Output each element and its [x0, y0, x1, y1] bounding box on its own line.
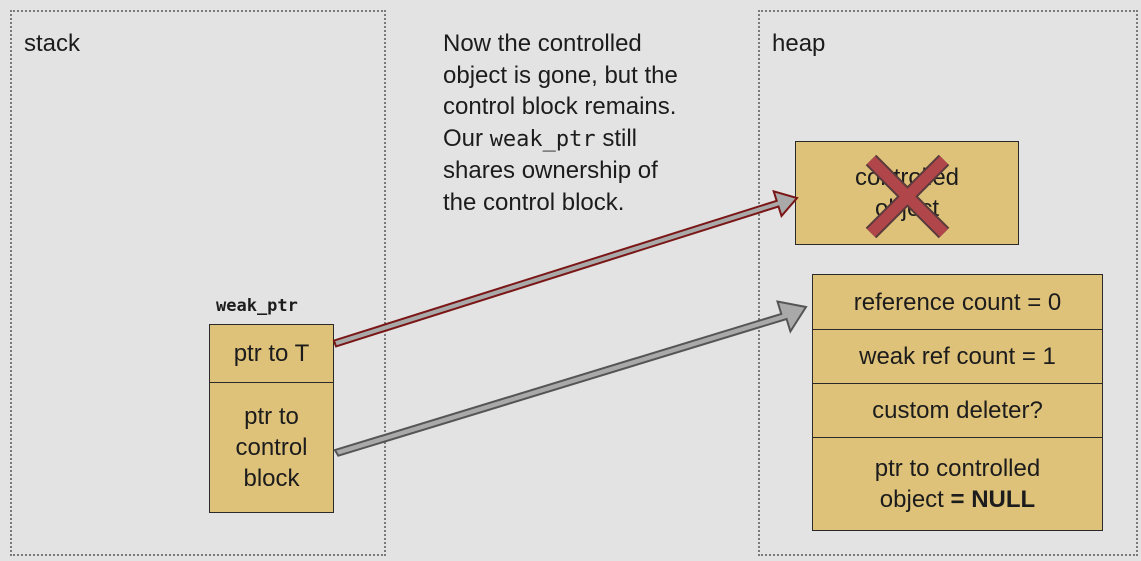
control-block-pointer-arrow: [333, 300, 808, 457]
label-line: object = NULL: [875, 484, 1040, 515]
label-line: ptr to: [244, 403, 299, 430]
stack-region: stack: [10, 10, 386, 556]
heap-region: heap: [758, 10, 1138, 556]
caption-line: Our weak_ptr still: [443, 123, 743, 156]
caption-code: weak_ptr: [489, 126, 596, 152]
custom-deleter-label: custom deleter?: [872, 397, 1043, 424]
label-line: control: [235, 434, 308, 461]
weak-ptr-ptr-to-control-block: ptr to control block: [209, 382, 334, 513]
heap-label: heap: [772, 30, 826, 57]
deleted-cross-icon: [865, 154, 950, 239]
weak-ptr-ptr-to-t: ptr to T: [209, 324, 334, 383]
ptr-to-controlled-object-label: ptr to controlled object = NULL: [875, 453, 1040, 515]
weak-ref-count-label: weak ref count = 1: [859, 343, 1056, 370]
label-line: block: [243, 465, 300, 492]
label-line: ptr to controlled: [874, 455, 1041, 482]
caption-text: Our: [443, 124, 490, 152]
caption-line: control block remains.: [443, 93, 677, 120]
control-block-weak-ref-count: weak ref count = 1: [812, 329, 1103, 384]
weak-ptr-ptr-to-control-block-label: ptr to control block: [235, 401, 307, 494]
label-text: object: [879, 486, 951, 513]
weak-ptr-ptr-to-t-label: ptr to T: [233, 340, 310, 367]
weak-ptr-title: weak_ptr: [216, 296, 298, 316]
caption-line: Now the controlled: [443, 30, 642, 57]
control-block-ptr-to-controlled-object: ptr to controlled object = NULL: [812, 437, 1103, 531]
control-block-custom-deleter: custom deleter?: [812, 383, 1103, 438]
explanation-caption: Now the controlled object is gone, but t…: [443, 28, 743, 218]
stack-label: stack: [24, 30, 81, 57]
caption-text: still: [595, 124, 637, 152]
caption-line: the control block.: [443, 188, 625, 216]
dangling-pointer-arrow: [332, 189, 799, 348]
reference-count-label: reference count = 0: [853, 288, 1062, 316]
caption-line: shares ownership of: [443, 157, 658, 184]
caption-line: object is gone, but the: [443, 61, 678, 89]
null-value: = NULL: [950, 486, 1036, 513]
control-block-reference-count: reference count = 0: [812, 274, 1103, 330]
